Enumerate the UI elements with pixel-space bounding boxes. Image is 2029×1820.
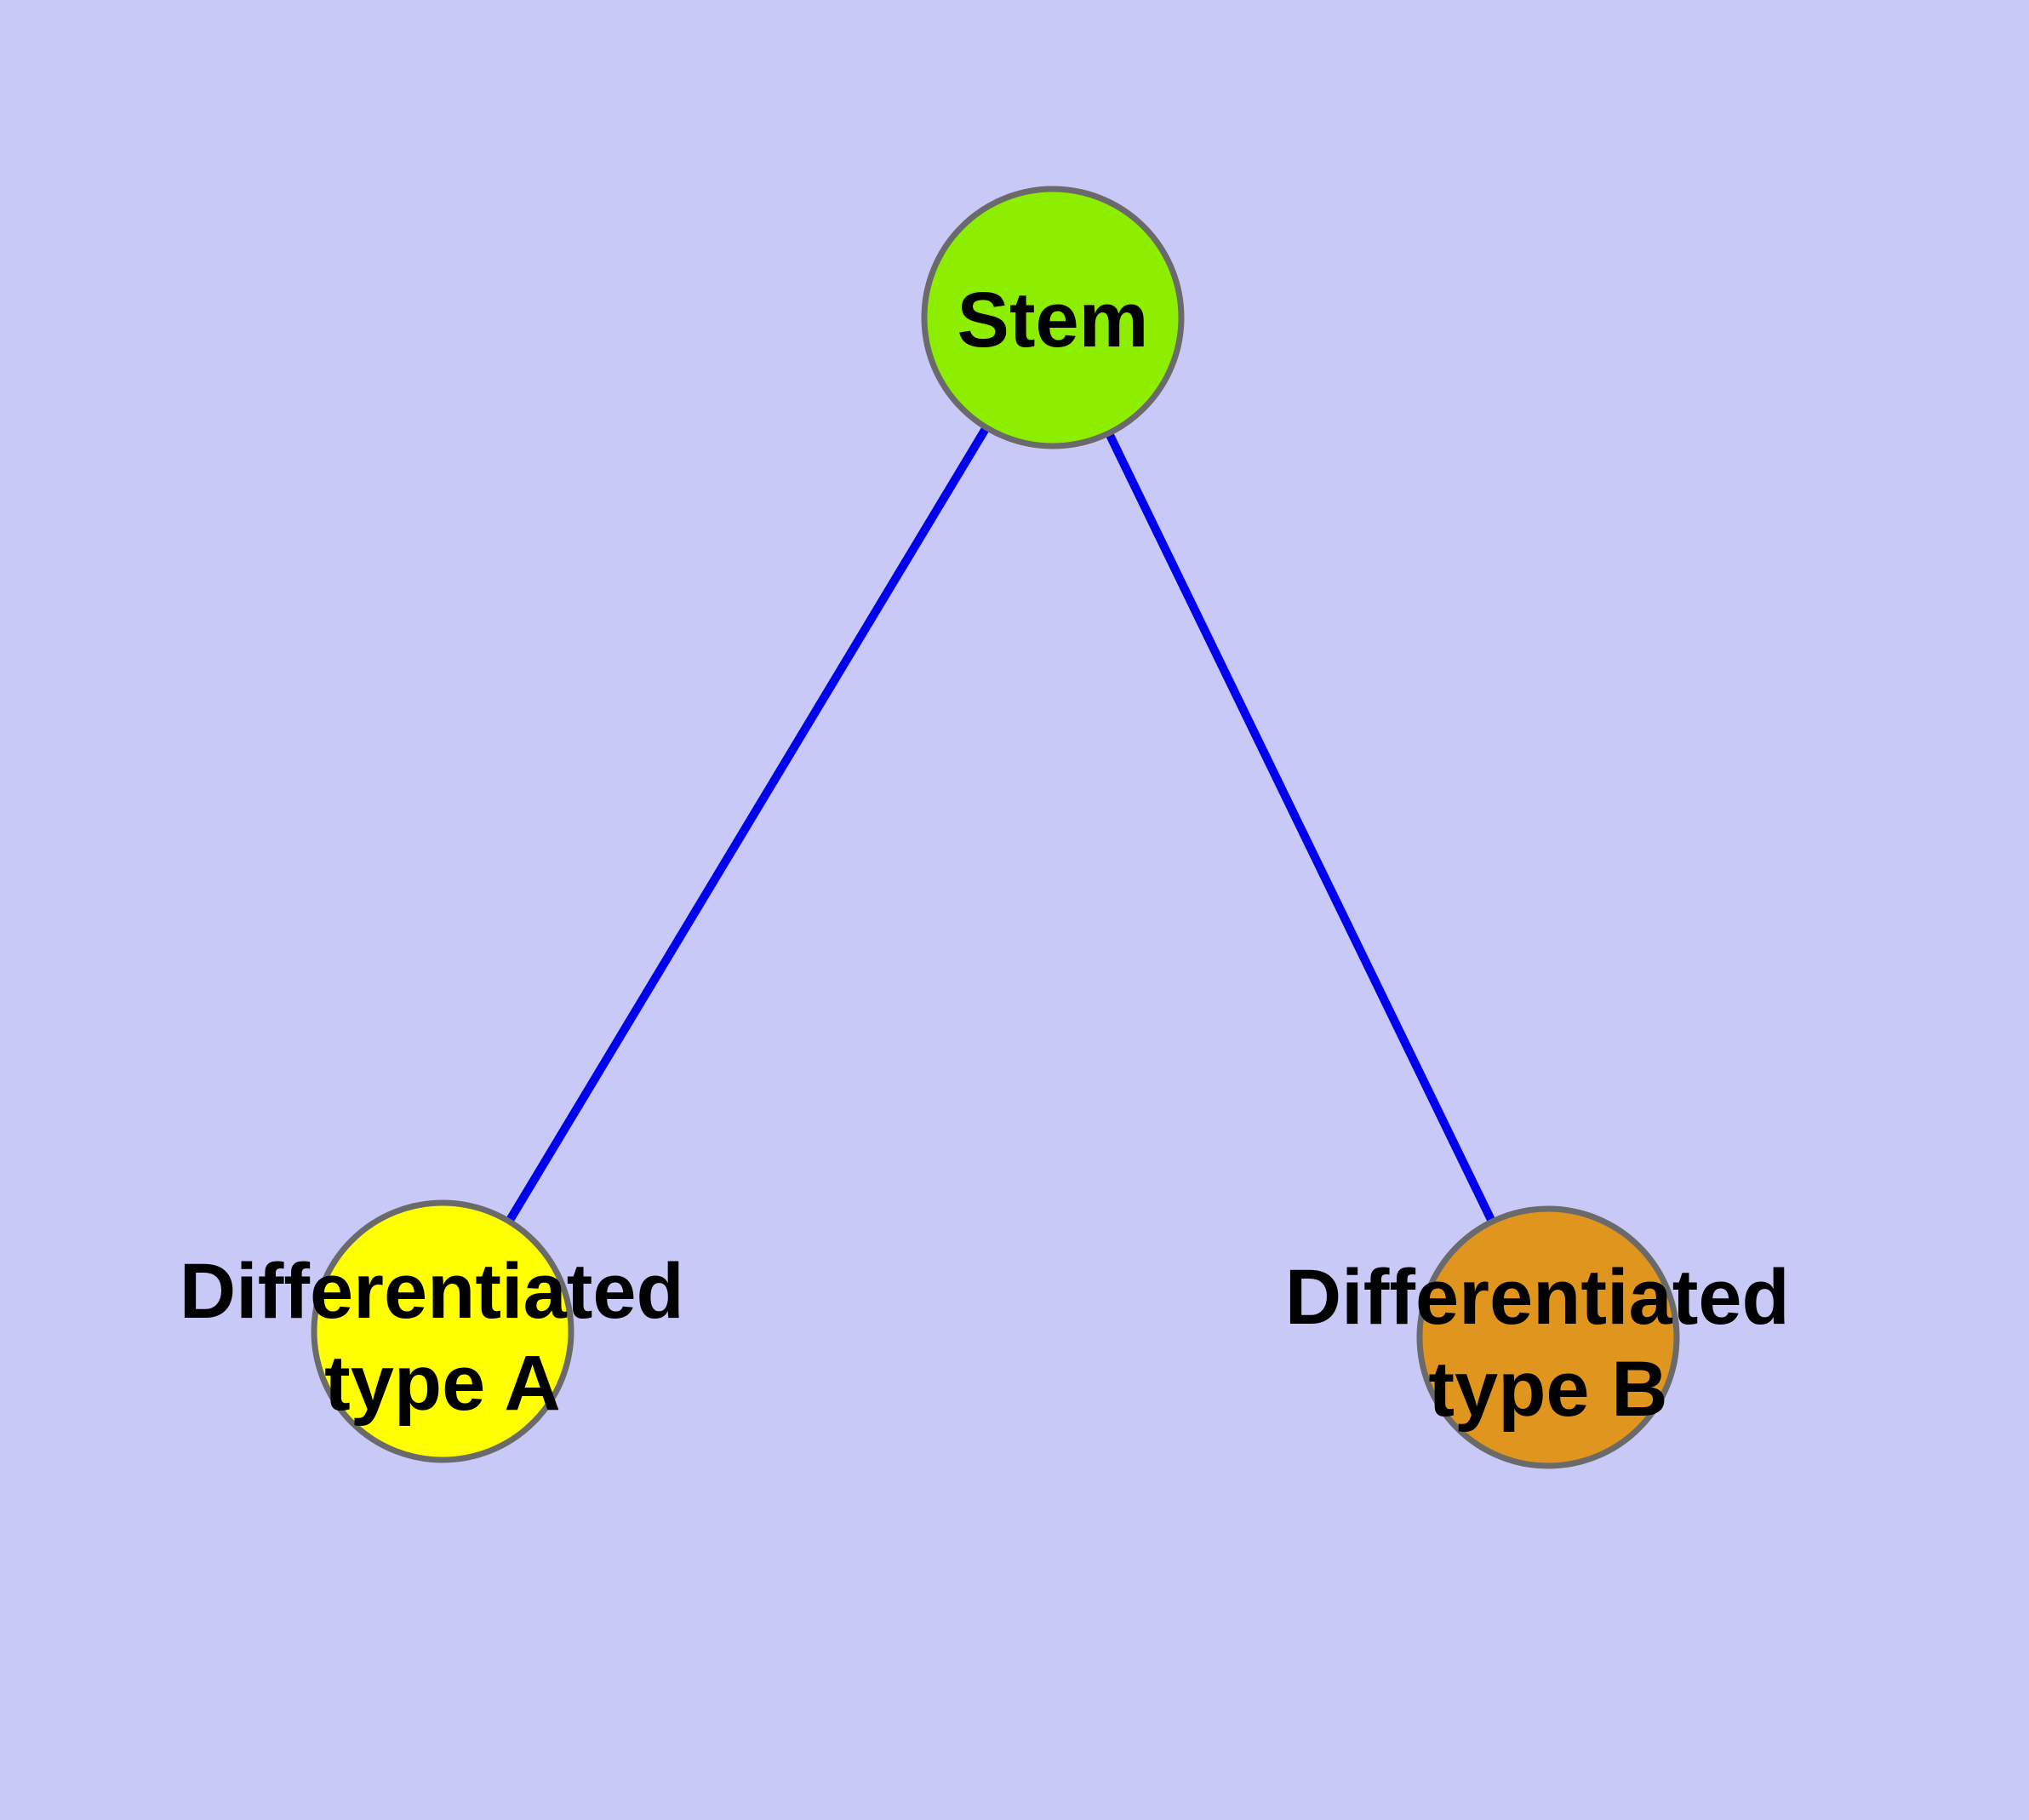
edge-stem-to-type-a <box>505 425 991 1224</box>
node-differentiated-type-a <box>311 1199 574 1463</box>
node-differentiated-type-b <box>1416 1205 1680 1469</box>
node-label-differentiated-type-b: Differentiated type B <box>1285 1254 1812 1433</box>
node-label-type-a-line-2: type A <box>324 1340 561 1427</box>
node-label-stem-line-1: Stem <box>957 277 1149 363</box>
node-stem <box>921 186 1185 449</box>
edge-stem-to-type-b <box>1105 431 1496 1224</box>
node-label-type-b-line-1: Differentiated <box>1285 1254 1790 1341</box>
node-label-type-b-line-2: type B <box>1428 1346 1667 1433</box>
node-label-differentiated-type-a: Differentiated type A <box>180 1248 706 1427</box>
node-label-stem: Stem <box>957 277 1149 363</box>
node-label-type-a-line-1: Differentiated <box>180 1248 684 1335</box>
